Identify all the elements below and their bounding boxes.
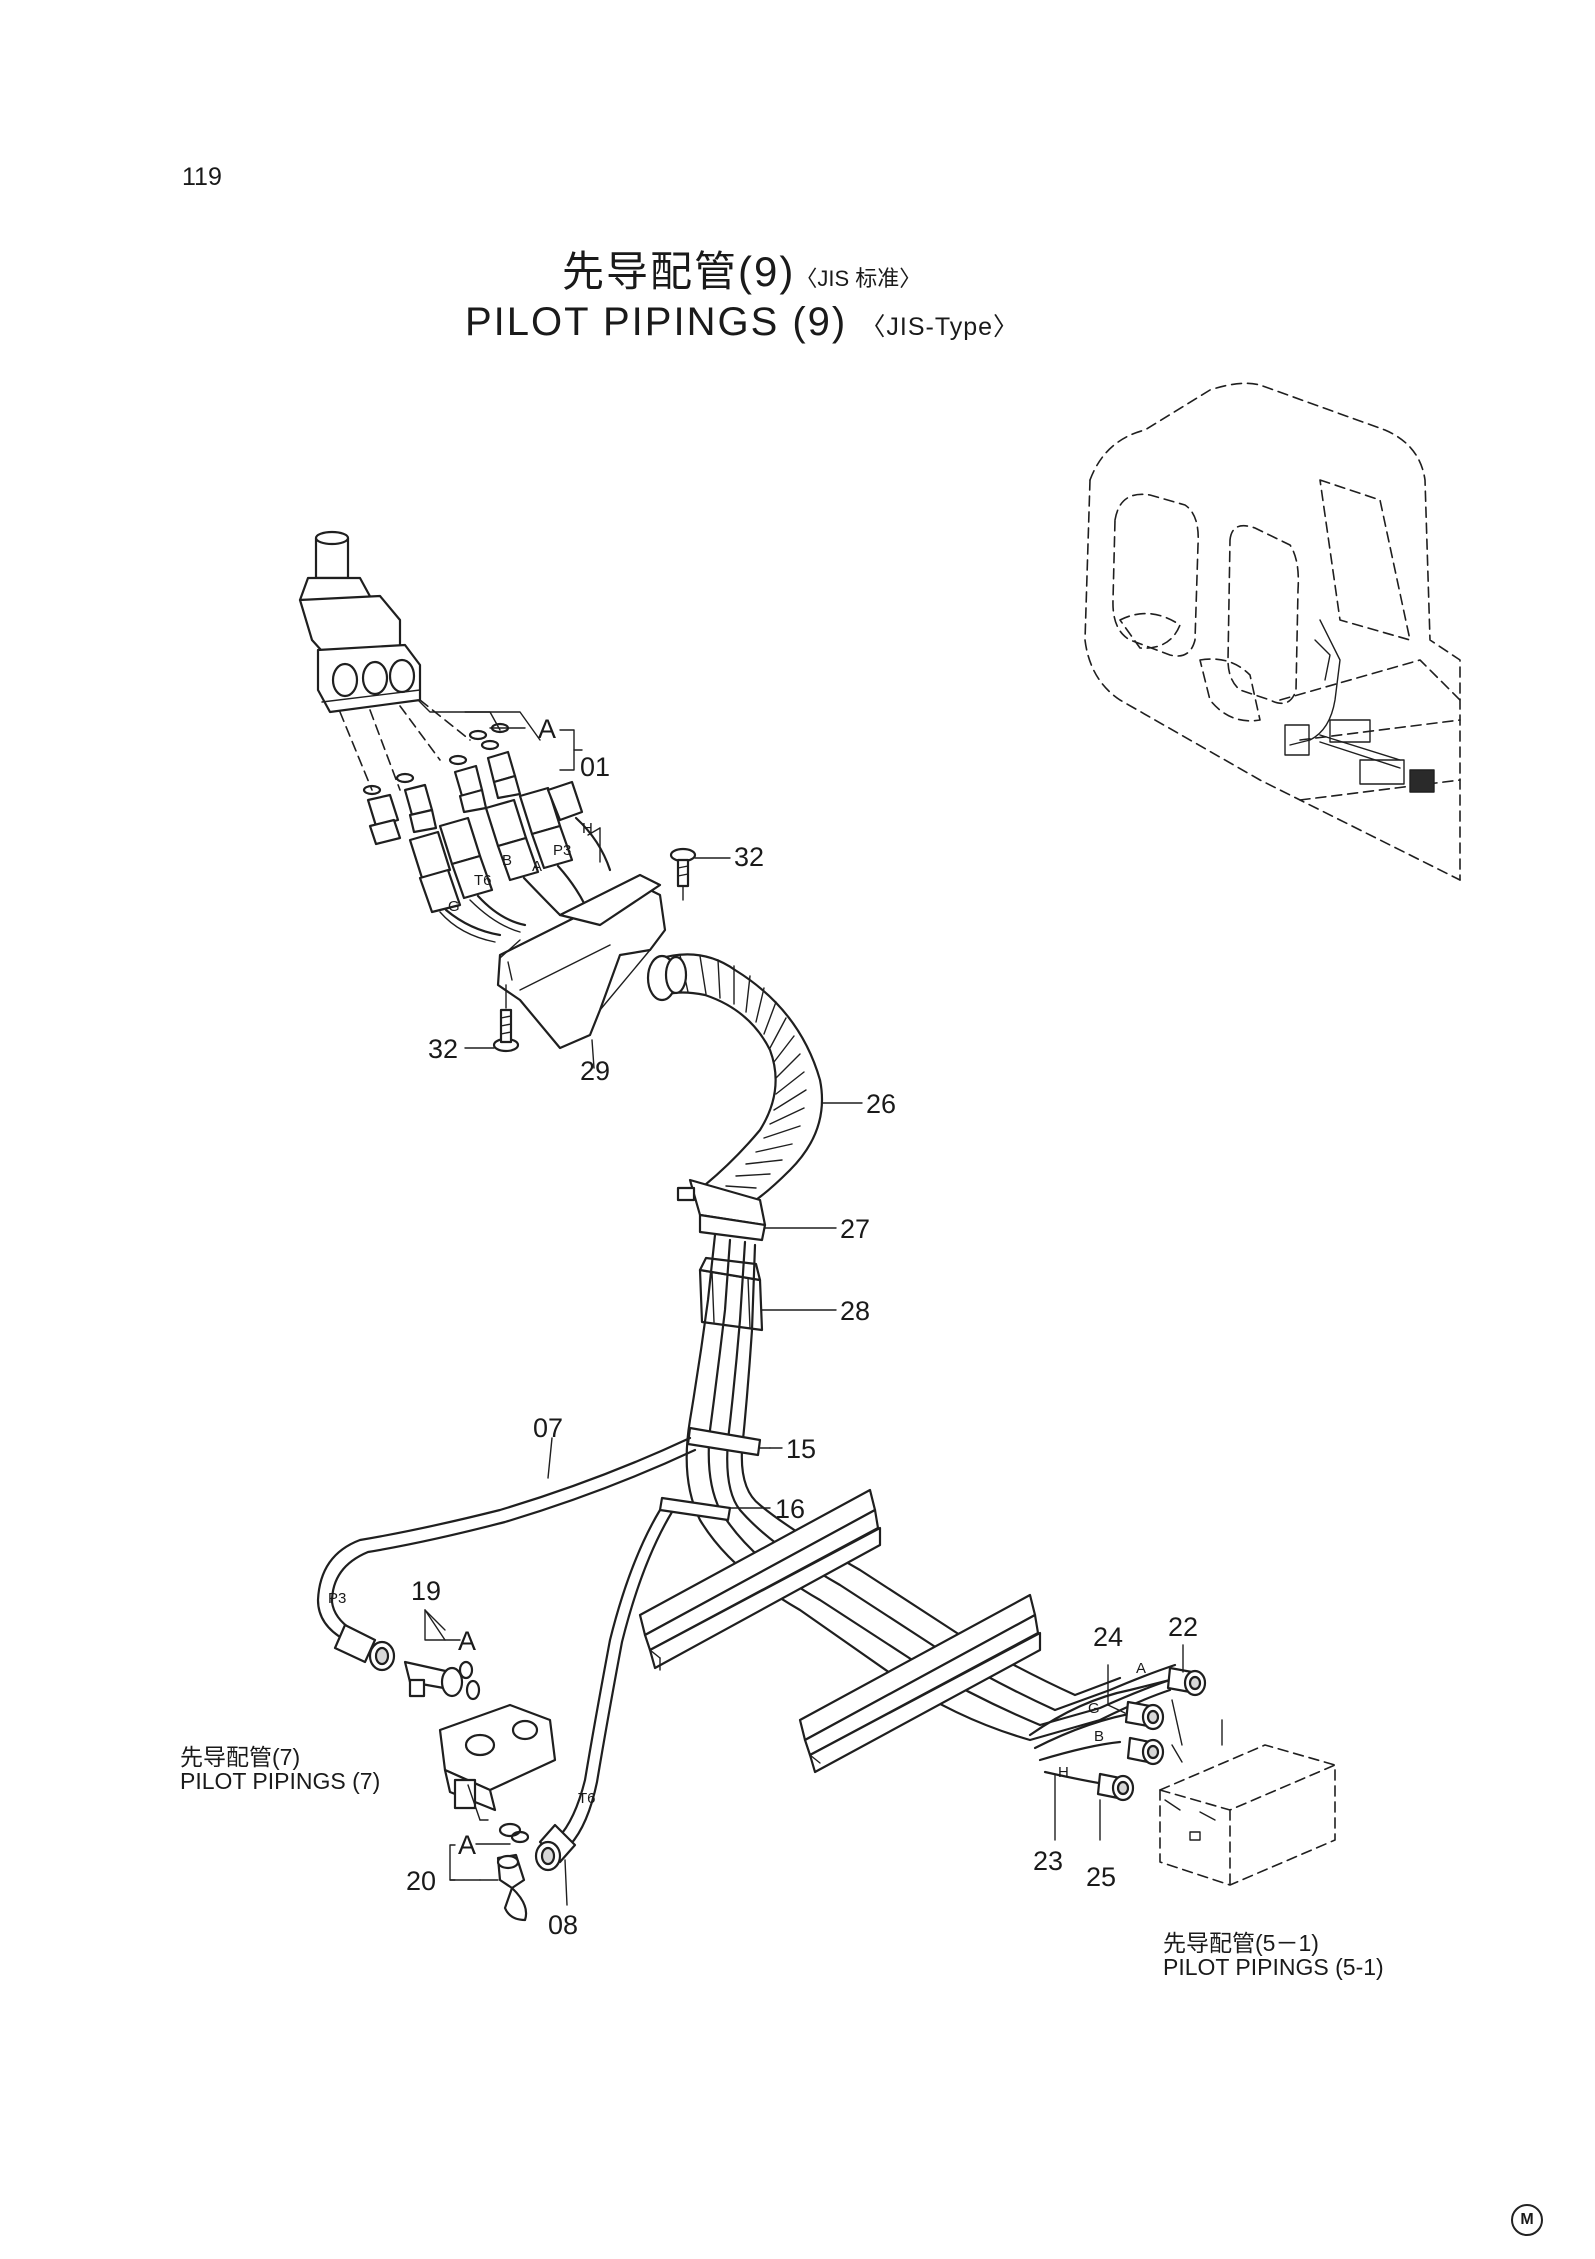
reference-left-japanese: 先导配管(7)	[180, 1744, 301, 1770]
port-label-h-right: H	[1058, 1764, 1069, 1781]
cover-29	[496, 873, 667, 1069]
title-japanese-sub: 〈JIS 标准〉	[795, 266, 922, 291]
callout-15: 15	[786, 1434, 817, 1464]
corrugated-tube-26	[646, 953, 863, 1212]
port-label-p3-left: P3	[328, 1590, 347, 1607]
callout-22: 22	[1168, 1612, 1199, 1642]
callout-07: 07	[533, 1413, 564, 1443]
reference-left-english: PILOT PIPINGS (7)	[180, 1768, 381, 1794]
callout-27: 27	[840, 1214, 871, 1244]
fitting-19-and-valve	[403, 1609, 557, 1821]
callout-32-top: 32	[734, 842, 765, 872]
port-label-b-top: B	[502, 852, 513, 869]
title-english-main: PILOT PIPINGS (9)	[465, 300, 848, 344]
page-number: 119	[182, 163, 222, 191]
pilot-valve-assembly	[298, 530, 471, 791]
hose-07	[316, 1436, 697, 1672]
reference-right-japanese: 先导配管(5－1)	[1163, 1930, 1319, 1956]
manufacturer-mark-icon: M	[1511, 2204, 1543, 2236]
callout-26: 26	[866, 1089, 897, 1119]
callout-19: 19	[411, 1576, 442, 1606]
callout-29: 29	[580, 1056, 611, 1086]
clamp-27	[676, 1178, 837, 1242]
title-japanese: 先导配管(9)〈JIS 标准〉	[562, 238, 921, 299]
channel-rails	[638, 1488, 1042, 1774]
port-label-h-top: H	[582, 820, 593, 837]
callout-08: 08	[548, 1910, 579, 1940]
cab-location-inset	[1084, 382, 1461, 881]
callout-25: 25	[1086, 1862, 1117, 1892]
callout-32-bottom: 32	[428, 1034, 459, 1064]
detail-ovals	[458, 1660, 522, 1838]
callout-20: 20	[406, 1866, 437, 1896]
detail-label-a-20: A	[458, 1830, 477, 1860]
detail-label-a-19: A	[458, 1626, 477, 1656]
port-label-b-right: B	[1094, 1728, 1105, 1745]
callout-01: 01	[580, 752, 611, 782]
port-label-a-right: A	[1136, 1660, 1147, 1677]
callout-16: 16	[775, 1494, 806, 1524]
reference-right-english: PILOT PIPINGS (5-1)	[1163, 1954, 1384, 1980]
hose-08	[534, 1508, 674, 1906]
port-label-a-top: A	[532, 858, 543, 875]
detail-label-a-top: A	[538, 714, 557, 744]
callout-23: 23	[1033, 1846, 1064, 1876]
callout-28: 28	[840, 1296, 871, 1326]
port-label-g-top: G	[448, 898, 460, 915]
callout-24: 24	[1093, 1622, 1124, 1652]
title-english-sub: 〈JIS-Type〉	[860, 313, 1020, 341]
title-english: PILOT PIPINGS (9) 〈JIS-Type〉	[465, 300, 1019, 345]
fitting-20	[449, 1830, 530, 1922]
title-japanese-main: 先导配管(9)	[562, 248, 796, 295]
right-fittings	[1028, 1644, 1336, 1886]
port-label-g-right: G	[1088, 1700, 1100, 1717]
hose-fittings-cluster	[408, 780, 612, 943]
port-label-t6-bottom: T6	[578, 1790, 596, 1807]
bracket-28	[698, 1256, 837, 1332]
bolts-32	[464, 847, 731, 1053]
port-label-t6-top: T6	[474, 872, 492, 889]
port-label-p3-top: P3	[553, 842, 572, 859]
